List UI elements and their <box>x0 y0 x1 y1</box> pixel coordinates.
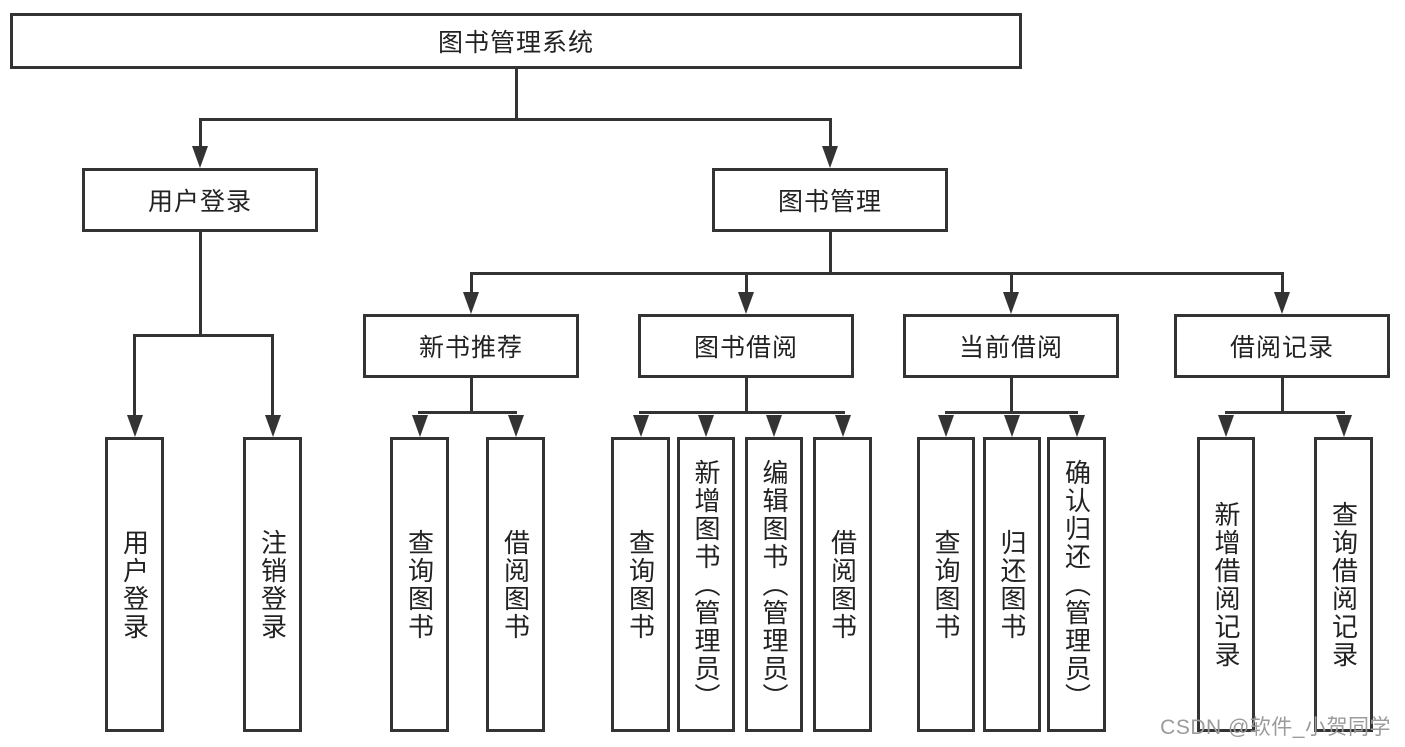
node-label: 注销登录 <box>257 528 288 641</box>
node-label: 查询借阅记录 <box>1328 500 1359 669</box>
connector-vline <box>469 274 473 294</box>
leaf-borrow-books: 借阅图书 <box>486 437 545 732</box>
connector-hline <box>639 411 845 414</box>
arrowhead-down-icon <box>632 415 649 437</box>
leaf-add-borrow-record: 新增借阅记录 <box>1197 437 1255 732</box>
arrowhead-down-icon <box>1218 415 1234 437</box>
node-label: 图书管理 <box>777 188 882 216</box>
leaf-add-books-admin: 新增图书（管理员） <box>677 437 735 732</box>
node-book-management: 图书管理 <box>712 168 948 232</box>
node-borrowing-records: 借阅记录 <box>1174 314 1390 378</box>
connector-vline <box>828 119 832 148</box>
arrowhead-down-icon <box>1004 415 1020 437</box>
arrowhead-down-icon <box>822 146 838 168</box>
node-label: 当前借阅 <box>958 334 1063 362</box>
connector-hline <box>944 411 1078 414</box>
node-label: 用户登录 <box>147 188 252 216</box>
connector-hline <box>1224 411 1345 414</box>
arrowhead-down-icon <box>411 415 428 437</box>
node-label: 借阅图书 <box>827 528 858 641</box>
connector-vline <box>469 378 473 413</box>
node-label: 借阅记录 <box>1229 334 1334 362</box>
node-label: 查询图书 <box>625 528 656 641</box>
node-label: 图书管理系统 <box>437 29 594 57</box>
leaf-query-books: 查询图书 <box>611 437 670 732</box>
node-label: 新书推荐 <box>418 334 523 362</box>
leaf-edit-books-admin: 编辑图书（管理员） <box>745 437 803 732</box>
connector-hline <box>133 334 274 337</box>
node-label: 编辑图书（管理员） <box>759 458 789 711</box>
connector-vline <box>744 378 748 413</box>
watermark: CSDN @软件_小贺同学 <box>1160 716 1391 739</box>
node-label: 图书借阅 <box>693 334 798 362</box>
arrowhead-down-icon <box>463 292 479 314</box>
arrowhead-down-icon <box>126 415 143 437</box>
leaf-query-books: 查询图书 <box>390 437 449 732</box>
node-label: 用户登录 <box>119 528 150 641</box>
arrowhead-down-icon <box>1068 415 1085 437</box>
leaf-confirm-return-admin: 确认归还（管理员） <box>1047 437 1106 732</box>
leaf-return-books: 归还图书 <box>983 437 1041 732</box>
arrowhead-down-icon <box>264 415 281 437</box>
connector-vline <box>828 232 832 274</box>
node-book-borrowing: 图书借阅 <box>638 314 854 378</box>
connector-vline <box>198 232 202 336</box>
connector-hline <box>198 118 832 121</box>
connector-vline <box>1280 378 1284 413</box>
node-label: 新增借阅记录 <box>1211 500 1241 669</box>
connector-vline <box>744 274 748 294</box>
node-user-login: 用户登录 <box>82 168 318 232</box>
connector-vline <box>1280 274 1284 294</box>
node-label: 查询图书 <box>931 528 961 641</box>
node-label: 查询图书 <box>404 528 435 641</box>
node-new-book-recommend: 新书推荐 <box>363 314 579 378</box>
leaf-query-books: 查询图书 <box>917 437 975 732</box>
connector-vline <box>514 68 518 120</box>
arrowhead-down-icon <box>938 415 954 437</box>
arrowhead-down-icon <box>766 415 782 437</box>
connector-vline <box>198 119 202 148</box>
connector-vline <box>1009 378 1013 413</box>
node-current-borrowing: 当前借阅 <box>903 314 1119 378</box>
arrowhead-down-icon <box>507 415 524 437</box>
node-label: 借阅图书 <box>500 528 531 641</box>
connector-vline <box>271 336 274 416</box>
node-label: 归还图书 <box>997 528 1027 641</box>
node-label: 新增图书（管理员） <box>691 458 721 711</box>
arrowhead-down-icon <box>738 292 754 314</box>
node-library-system: 图书管理系统 <box>10 13 1022 69</box>
leaf-query-borrow-record: 查询借阅记录 <box>1314 437 1373 732</box>
arrowhead-down-icon <box>1335 415 1352 437</box>
connector-hline <box>418 411 517 414</box>
arrowhead-down-icon <box>834 415 851 437</box>
connector-hline <box>469 272 1284 275</box>
arrowhead-down-icon <box>1003 292 1019 314</box>
leaf-borrow-books: 借阅图书 <box>813 437 872 732</box>
arrowhead-down-icon <box>698 415 714 437</box>
leaf-user-login: 用户登录 <box>105 437 164 732</box>
arrowhead-down-icon <box>1274 292 1290 314</box>
node-label: 确认归还（管理员） <box>1061 458 1092 711</box>
connector-vline <box>133 336 136 416</box>
arrowhead-down-icon <box>192 146 208 168</box>
connector-vline <box>1009 274 1013 294</box>
leaf-logout: 注销登录 <box>243 437 302 732</box>
